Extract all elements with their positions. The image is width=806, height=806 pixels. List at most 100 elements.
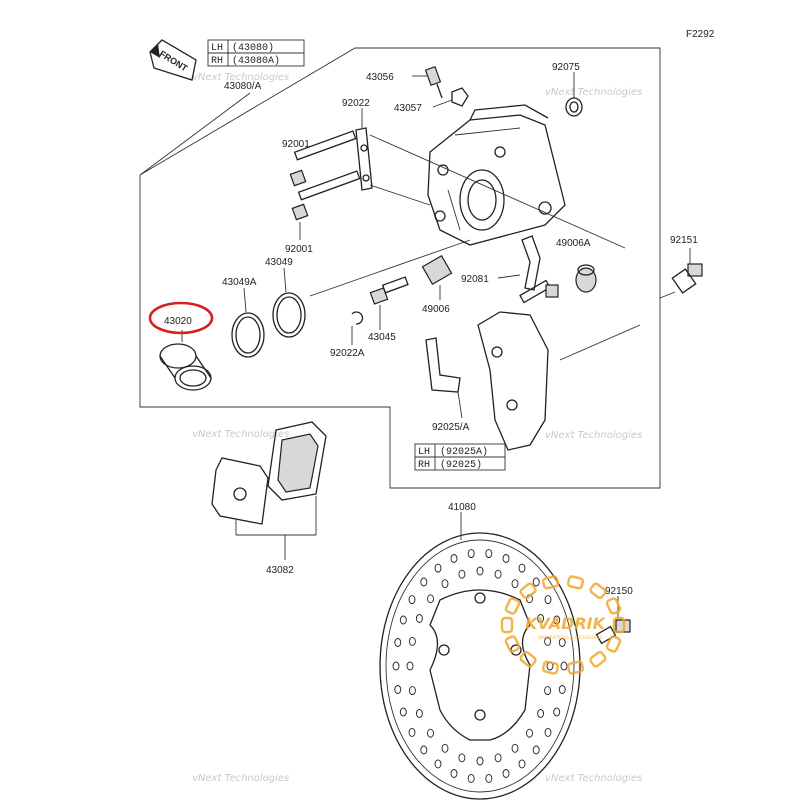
bracket-lh-side: LH [418,447,430,458]
label-43045: 43045 [368,332,396,343]
bolt-92151 [659,248,703,299]
leader-lines [309,134,641,361]
caliper-lh-side: LH [211,43,223,54]
label-92075: 92075 [552,62,580,73]
pad-spring-92081 [497,235,541,291]
bracket-rh-side: RH [418,460,430,471]
caliper-assembly-ref: 43080/A [224,81,262,92]
tread-block [612,616,626,634]
disc-hole [553,615,561,625]
tread-block [589,650,607,668]
disc-hole [537,709,545,718]
label-49006A: 49006A [556,238,591,249]
watermark-text: vNext Technologies [545,87,642,98]
label-92022: 92022 [342,98,370,109]
tread-block [504,597,521,615]
disc-hole [502,769,510,778]
disc-hole [434,563,442,573]
disc-hole [526,728,533,738]
label-43020: 43020 [164,316,192,327]
kvadrik-logo: KVADRIK QUADRICYCLES & ACCESSORIES [500,575,626,675]
seal-43049A [231,287,265,358]
tread-block [566,660,585,675]
disc-hole [476,566,484,576]
caliper-lh-part: (43080) [232,42,274,54]
disc-hole [467,773,475,783]
label-92001-bottom: 92001 [285,244,313,255]
brake-pad-back [267,421,327,501]
disc-hole [544,636,552,646]
logo-text: KVADRIK [525,614,607,633]
tread-block [589,582,607,600]
disc-hole [441,743,449,753]
label-92150: 92150 [605,586,633,597]
bolt-92001-top [289,130,357,187]
label-43049A: 43049A [222,277,257,288]
disc-hole [427,594,434,604]
pin-43045 [369,276,409,330]
disc-hole [544,686,552,696]
disc-hole [558,685,566,694]
brake-pad-front [211,457,269,525]
disc-hole [511,743,519,753]
label-92081: 92081 [461,274,489,285]
disc-hole [408,595,416,605]
label-43082: 43082 [266,565,294,576]
disc-hole [467,549,475,559]
brake-disc [379,512,581,800]
bleed-screw [412,66,443,99]
watermark-text: vNext Technologies [545,430,642,441]
disc-hole [476,756,484,766]
front-arrow-icon: FRONT [149,39,197,81]
label-43056: 43056 [366,72,394,83]
label-41080: 41080 [448,502,476,513]
disc-hole [441,579,449,589]
bracket-table: LH (92025A) RH (92025) [414,443,506,471]
tread-block [541,575,560,590]
tread-block [605,635,622,653]
disc-hole [420,745,428,755]
seal-43049 [272,267,306,338]
disc-hole [532,577,540,587]
pads-leader [235,496,317,560]
watermark-text: vNext Technologies [192,773,289,784]
disc-hole [518,563,526,573]
disc-hole [408,727,416,737]
bracket-shim [425,337,463,419]
disc-hole [494,569,502,579]
tread-block [566,575,585,590]
watermark-text: vNext Technologies [192,429,289,440]
tread-block [504,635,521,653]
tread-block [500,616,514,634]
disc-hole [399,615,407,625]
highlight-circle [148,301,214,335]
disc-hole [544,595,552,605]
lock-plate-92022 [355,108,373,191]
caliper-assembly-outline [139,47,661,489]
tread-block [541,660,560,675]
watermark-text: vNext Technologies [192,72,289,83]
disc-hole [394,685,402,694]
label-92022A: 92022A [330,348,365,359]
watermark-text: vNext Technologies [545,773,642,784]
caliper-table: LH (43080) RH (43080A) 43080/A [139,39,305,176]
disc-hole [415,709,423,718]
tread-block [519,582,537,600]
watermarks: vNext Technologies vNext Technologies vN… [192,72,642,784]
label-43057: 43057 [394,103,422,114]
bleed-cap [432,87,469,108]
disc-hole [408,686,416,696]
label-92151: 92151 [670,235,698,246]
boot-92075 [565,72,583,117]
disc-hole [415,614,423,623]
disc-hole [408,636,416,646]
disc-hole [450,554,458,563]
brake-bracket [477,279,559,451]
figure-code: F2292 [686,29,715,40]
disc-hole [434,759,442,769]
caliper-body [427,104,566,246]
disc-hole [394,638,402,647]
disc-hole [553,707,561,717]
logo-subtext: QUADRICYCLES & ACCESSORIES [538,635,603,640]
